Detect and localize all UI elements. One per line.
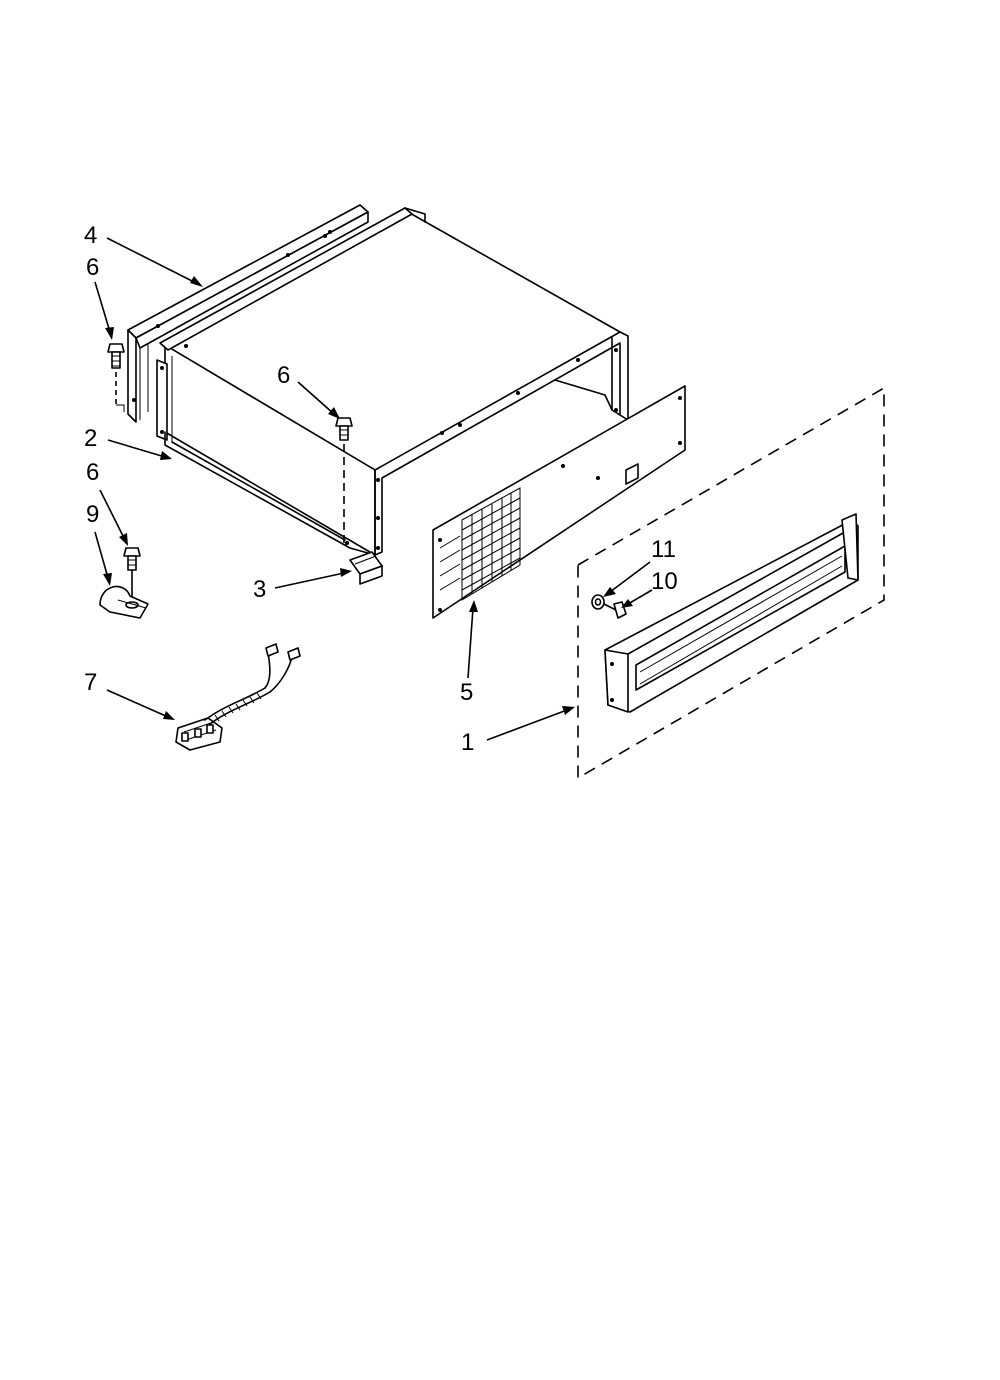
- part-2-housing: [156, 207, 629, 556]
- callout-7: 7: [84, 669, 97, 696]
- part-5-grille-panel: [432, 385, 686, 619]
- callout-10: 10: [651, 568, 678, 595]
- callout-labels: 4 6 6 2 6 9 3 7 5 11 10 1: [84, 222, 678, 756]
- leader-lines: [94, 237, 653, 741]
- part-1-drawer-assembly: [577, 386, 885, 780]
- part-11-grommet: [591, 594, 605, 610]
- callout-3: 3: [253, 576, 266, 603]
- callout-6-mid: 6: [277, 362, 290, 389]
- callout-6-low: 6: [86, 459, 99, 486]
- callout-11: 11: [651, 536, 676, 563]
- callout-4: 4: [84, 222, 97, 249]
- callout-2: 2: [84, 425, 97, 452]
- part-4-rear-rail: [127, 204, 369, 423]
- part-9-clamp: [99, 585, 149, 619]
- grille-slots: [439, 487, 521, 601]
- callout-6-top: 6: [86, 254, 99, 281]
- callout-5: 5: [460, 679, 473, 706]
- callout-1: 1: [461, 729, 474, 756]
- part-10-knob: [603, 601, 627, 619]
- part-7-wire-harness: [175, 643, 301, 751]
- part-6-screw-mid: [335, 417, 353, 545]
- callout-9: 9: [86, 501, 99, 528]
- part-6-screw-top: [107, 343, 125, 412]
- part-3-bracket: [349, 551, 383, 585]
